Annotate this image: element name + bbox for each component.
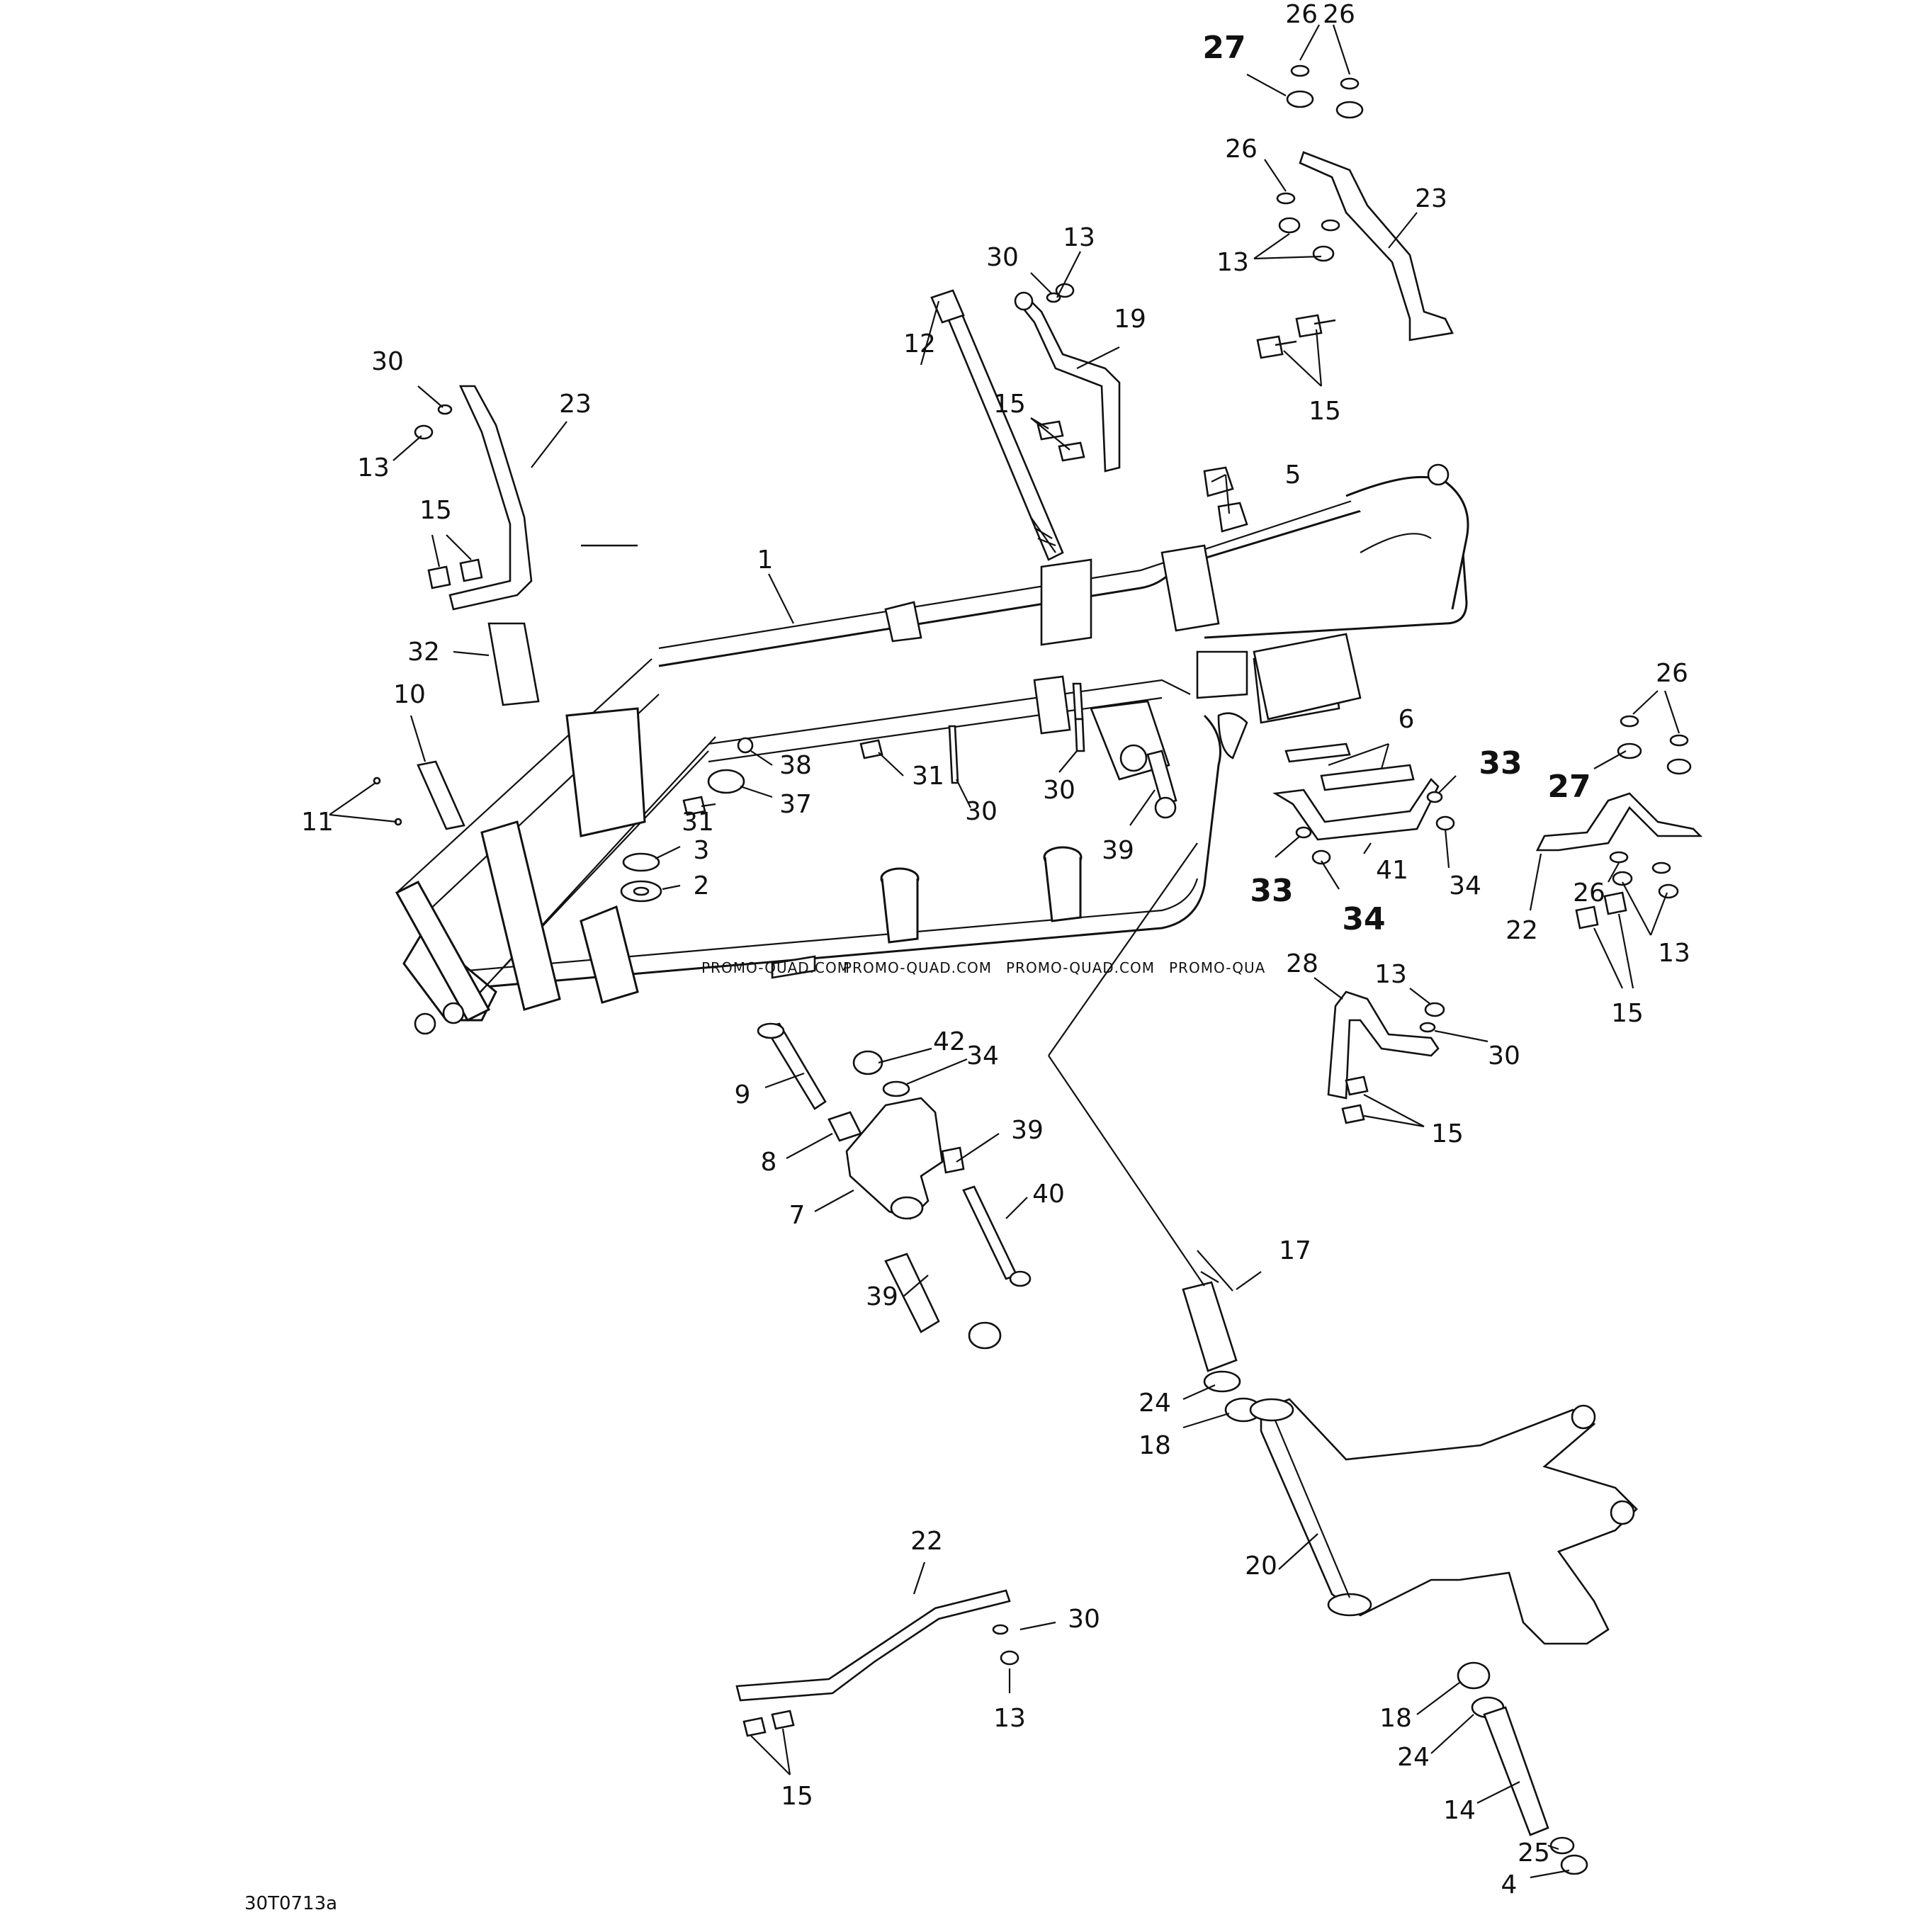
- callout-label: 30: [1488, 1041, 1520, 1070]
- callout-label: 15: [1431, 1119, 1464, 1148]
- callout-label: 23: [1415, 184, 1447, 213]
- watermark: PROMO-QUAD.COM: [701, 959, 850, 976]
- callout-label: 26: [1656, 659, 1688, 688]
- callout-label: 11: [301, 808, 334, 837]
- watermark: PROMO-QUAD.COM: [843, 959, 992, 976]
- callout-label: 9: [735, 1080, 751, 1109]
- callout-label: 30: [371, 347, 404, 376]
- callout-label: 26: [1285, 0, 1318, 29]
- callout-label: 15: [1611, 999, 1644, 1028]
- callout-label: 30: [986, 243, 1019, 272]
- callout-label: 15: [781, 1782, 813, 1811]
- callout-label: 18: [1379, 1704, 1412, 1733]
- callout-label: 42: [933, 1027, 966, 1056]
- bracket-22: [448, 385, 533, 611]
- plate-10: [417, 760, 465, 830]
- callout-label: 14: [1443, 1796, 1476, 1825]
- callout-label: 12: [903, 329, 936, 358]
- bracket-28: [1327, 990, 1440, 1100]
- callout-label: 25: [1518, 1838, 1550, 1868]
- bracket-39: [1272, 777, 1440, 841]
- callout-label: 30: [1068, 1605, 1100, 1634]
- callout-label: 6: [1399, 705, 1415, 734]
- callout-label: 34: [1342, 901, 1385, 937]
- callout-label: 30: [1043, 776, 1075, 805]
- callout-label: 41: [1376, 856, 1408, 885]
- callout-label: 32: [407, 638, 440, 667]
- rod-21: [735, 1589, 1011, 1702]
- bracket-7: [845, 1097, 944, 1220]
- callout-label: 19: [1114, 305, 1146, 334]
- callout-label: 13: [1658, 939, 1690, 968]
- leader-lines: [329, 24, 1680, 1879]
- diagram-code: 30T0713a: [244, 1893, 337, 1914]
- callout-label: 31: [682, 808, 714, 837]
- callout-label: 22: [1506, 916, 1538, 945]
- callout-label: 34: [1449, 871, 1481, 900]
- watermark-strip: PROMO-QUAD.COM PROMO-QUAD.COM PROMO-QUAD…: [701, 959, 1265, 976]
- callout-label: 24: [1139, 1389, 1171, 1418]
- callout-label: 3: [694, 836, 710, 865]
- sleeve-16: [1182, 1281, 1238, 1372]
- main-frame: [395, 463, 1469, 1035]
- callout-label: 31: [912, 762, 944, 791]
- callout-label: 18: [1139, 1431, 1171, 1460]
- callout-label: 15: [1309, 397, 1341, 426]
- callout-labels: 26 27 26 23 13 15 13 30 19 15 12 5 1 23 …: [301, 0, 1690, 1899]
- callout-label: 27: [1202, 30, 1245, 66]
- callout-label: 20: [1245, 1552, 1277, 1581]
- callout-label: 7: [789, 1201, 806, 1230]
- callout-label: 26: [1323, 0, 1355, 29]
- callout-label: 27: [1547, 769, 1591, 805]
- bracket-19: [1019, 292, 1121, 473]
- callout-label: 13: [1374, 960, 1407, 989]
- callout-label: 33: [1479, 745, 1522, 781]
- callout-label: 1: [757, 546, 774, 575]
- callout-label: 5: [1285, 461, 1301, 490]
- callout-label: 26: [1573, 879, 1605, 908]
- callout-label: 33: [1250, 873, 1293, 909]
- callout-label: 39: [1102, 836, 1134, 865]
- watermark: PROMO-QUA: [1169, 959, 1265, 976]
- callout-label: 22: [910, 1527, 943, 1556]
- callout-label: 40: [1032, 1180, 1065, 1209]
- callout-label: 13: [357, 453, 390, 482]
- watermark: PROMO-QUAD.COM: [1006, 959, 1155, 976]
- washer-group-top: [1286, 64, 1364, 119]
- pad-32: [487, 622, 540, 706]
- callout-label: 13: [1216, 248, 1249, 277]
- callout-label: 26: [1225, 135, 1258, 164]
- callout-label: 34: [966, 1041, 999, 1070]
- callout-label: 28: [1286, 949, 1318, 978]
- callout-label: 39: [866, 1282, 898, 1311]
- callout-label: 37: [779, 790, 812, 819]
- callout-label: 8: [761, 1148, 777, 1177]
- bracket-20: [1535, 792, 1703, 852]
- callout-label: 2: [694, 871, 710, 900]
- callout-label: 10: [393, 680, 426, 709]
- callout-label: 15: [419, 496, 452, 525]
- callout-label: 30: [965, 797, 998, 826]
- swingarm-17: [1260, 1398, 1638, 1645]
- callout-label: 4: [1501, 1870, 1518, 1899]
- callout-label: 15: [993, 390, 1026, 419]
- callout-label: 23: [559, 390, 592, 419]
- callout-label: 17: [1279, 1236, 1311, 1265]
- callout-label: 38: [779, 751, 812, 780]
- callout-label: 13: [993, 1704, 1026, 1733]
- callout-label: 39: [1011, 1116, 1044, 1145]
- callout-label: 13: [1063, 223, 1095, 252]
- callout-label: 24: [1397, 1743, 1430, 1772]
- bracket-23: [1299, 151, 1454, 341]
